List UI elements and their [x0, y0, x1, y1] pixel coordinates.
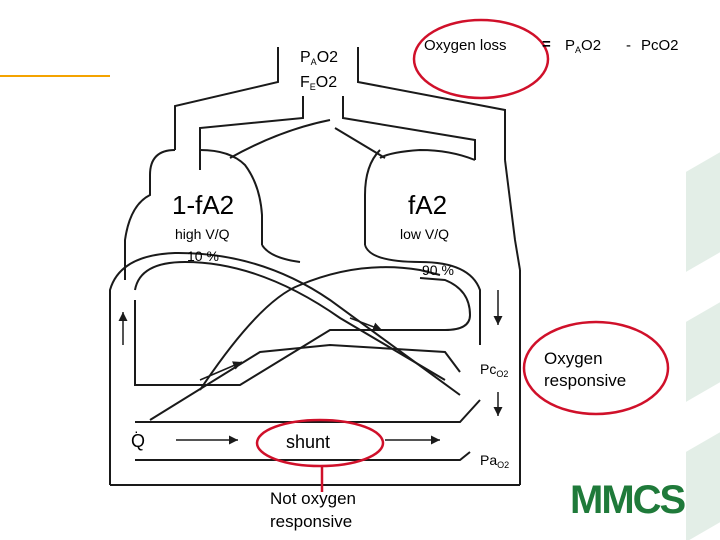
left-unit-vq: high V/Q [175, 226, 230, 242]
pco2-equation-term: PcO2 [641, 38, 679, 53]
arrow-diagonal-right [349, 317, 383, 332]
arrow-diagonal-left [199, 361, 243, 381]
pao2-label: PaO2 [480, 452, 510, 470]
equals-sign: = [542, 36, 551, 53]
oxygen-loss-circle [412, 18, 550, 100]
left-alveolar-unit [124, 149, 263, 280]
capillary-paths [109, 244, 521, 486]
pco2-label: PcO2 [480, 361, 509, 379]
q-dot: · [134, 423, 139, 439]
pa-letter: P [565, 37, 576, 54]
left-unit-percent: 10 % [187, 248, 219, 264]
not-responsive-line2: responsive [270, 512, 353, 531]
highlight-circles [255, 18, 670, 492]
airway-outline [174, 47, 506, 170]
pc-letters: Pc [641, 37, 659, 54]
right-unit-percent: 90 % [422, 262, 454, 278]
q-flow-label: Q [131, 431, 146, 451]
pa-o2: O2 [581, 37, 602, 54]
oxygen-responsive-circle [522, 320, 670, 416]
shunt-circle [255, 418, 385, 468]
pc-o2: O2 [658, 37, 679, 54]
pao2-inlet-label: PAO2 [300, 49, 339, 67]
right-unit-title: fA2 [408, 190, 448, 220]
not-responsive-line1: Not oxygen [270, 489, 356, 508]
side-stripe-decoration [686, 152, 720, 540]
feo2-inlet-label: FEO2 [300, 74, 338, 92]
shunt-label: shunt [286, 432, 331, 452]
flow-arrows [118, 290, 503, 445]
pa-subscript: A [575, 45, 582, 55]
oxygen-loss-label: Oxygen loss [424, 37, 507, 54]
right-alveolar-unit [364, 148, 521, 271]
pao2-equation-term: PAO2 [565, 37, 602, 55]
oxygen-responsive-line1: Oxygen [544, 349, 603, 368]
minus-sign: - [626, 37, 631, 54]
right-unit-vq: low V/Q [400, 226, 450, 242]
mmcs-logo: MMCS [570, 478, 686, 522]
accent-line [0, 75, 110, 77]
oxygen-responsive-line2: responsive [544, 371, 627, 390]
left-unit-title: 1-fA2 [172, 190, 235, 220]
